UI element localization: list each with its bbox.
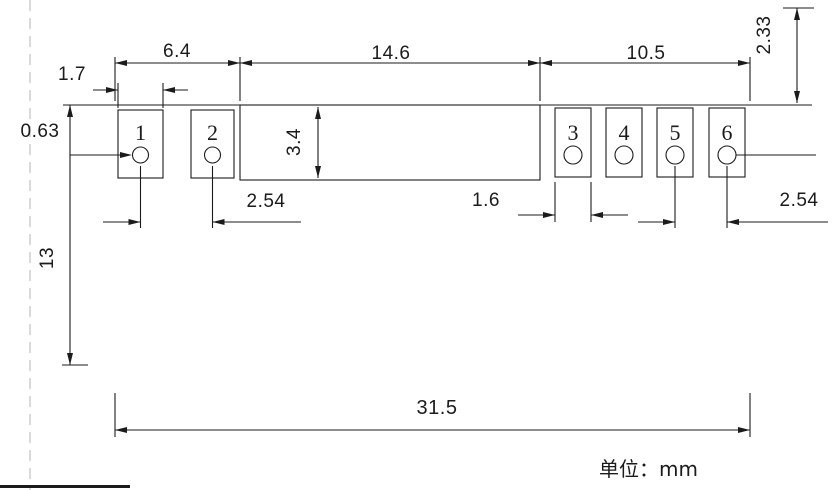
arrowhead <box>528 60 540 66</box>
arrowhead <box>120 152 132 158</box>
dim-overall-width-text: 31.5 <box>417 397 458 419</box>
arrowhead <box>67 353 73 365</box>
arrowhead <box>540 60 552 66</box>
dim-top-chain: 6.4 14.6 10.5 <box>114 41 751 101</box>
arrowhead <box>212 219 225 225</box>
module-body <box>239 104 541 181</box>
arrowhead <box>794 8 800 20</box>
dim-right-group-width: 10.5 <box>627 43 666 64</box>
dim-left-pad-width-text: 1.7 <box>58 64 86 85</box>
arrowhead <box>228 60 240 66</box>
arrowhead <box>794 91 800 103</box>
dim-module-height: 13 <box>37 105 88 366</box>
arrowhead <box>543 212 555 218</box>
dim-top-offset: 2.33 <box>754 7 814 103</box>
pad-4-hole <box>614 145 634 165</box>
pad-4-number: 4 <box>619 120 630 145</box>
arrowhead <box>738 60 750 66</box>
pad-6-hole <box>717 145 737 165</box>
pad-3-outline <box>554 107 592 178</box>
pad-3-hole <box>563 145 583 165</box>
dim-left-pitch: 2.54 <box>103 166 301 228</box>
dim-right-pitch-text: 2.54 <box>780 190 819 211</box>
arrowhead <box>315 107 321 119</box>
dim-overall-width: 31.5 <box>114 393 751 437</box>
arrowhead <box>738 427 750 433</box>
pad-1-number: 1 <box>135 120 146 145</box>
dim-left-pitch-text: 2.54 <box>247 191 286 212</box>
dim-left-group-width: 6.4 <box>163 41 191 62</box>
dim-right-pad-width-text: 1.6 <box>472 190 500 211</box>
dim-top-offset-text: 2.33 <box>754 16 775 55</box>
arrowhead <box>128 219 141 225</box>
pad-4: 4 <box>605 107 643 178</box>
dim-module-height-text: 13 <box>37 247 58 269</box>
dim-right-pitch: 2.54 <box>638 154 828 228</box>
arrowhead <box>727 219 739 225</box>
pad-2-number: 2 <box>207 120 218 145</box>
pad-4-outline <box>605 107 643 178</box>
arrowhead <box>163 87 175 93</box>
pad-5-hole <box>665 145 685 165</box>
pad-1-hole <box>131 146 150 164</box>
pad-5-number: 5 <box>670 120 681 145</box>
pads: 1 2 3 4 5 6 <box>117 107 746 179</box>
unit-label: 单位：mm <box>599 457 698 481</box>
arrowhead <box>663 219 675 225</box>
arrowhead <box>115 427 127 433</box>
arrowhead <box>106 87 118 93</box>
dim-hole-offset: 0.63 <box>21 121 132 158</box>
arrowhead <box>315 166 321 178</box>
pad-3-number: 3 <box>568 120 579 145</box>
pad-2-hole <box>203 146 222 164</box>
dim-body-height: 3.4 <box>284 107 321 178</box>
arrowhead <box>115 60 127 66</box>
dim-hole-offset-text: 0.63 <box>21 121 60 142</box>
pad-3: 3 <box>554 107 592 178</box>
module-outline <box>63 104 812 181</box>
pad-6-number: 6 <box>722 120 733 145</box>
arrowhead <box>240 60 252 66</box>
arrowhead <box>67 105 73 117</box>
arrowhead <box>591 212 603 218</box>
dim-right-pad-width: 1.6 <box>472 182 628 222</box>
dim-left-pad-width: 1.7 <box>58 64 188 108</box>
dim-body-width: 14.6 <box>372 43 411 64</box>
dim-body-height-text: 3.4 <box>284 128 305 156</box>
